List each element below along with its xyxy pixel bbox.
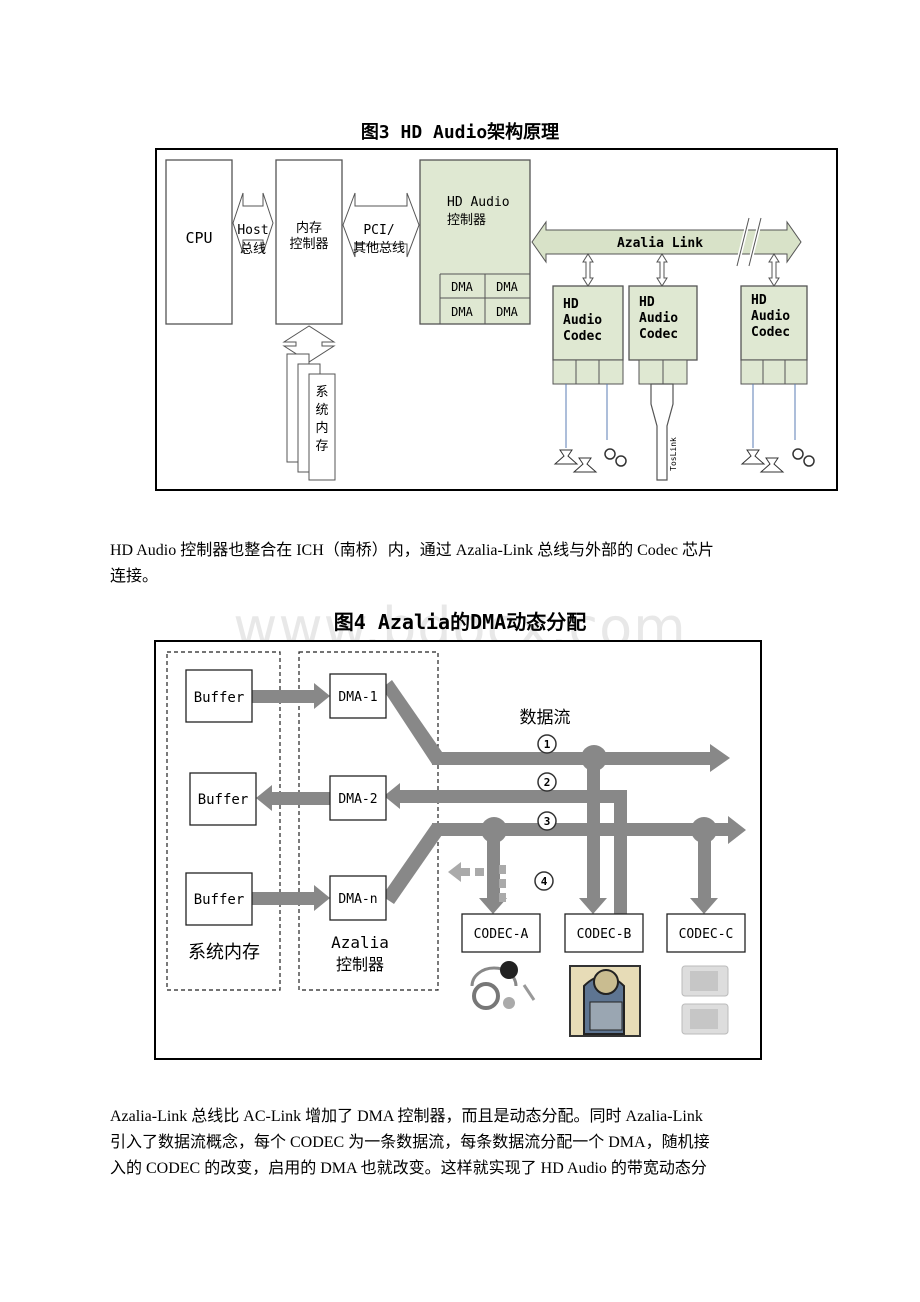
audio-wires (565, 384, 796, 448)
svg-text:DMA-1: DMA-1 (338, 690, 377, 705)
pci-bus-label: PCI/ (363, 223, 394, 238)
paragraph-1: HD Audio 控制器也整合在 ICH（南桥）内，通过 Azalia-Link… (110, 538, 810, 590)
paragraph-2-line-2: 引入了数据流概念，每个 CODEC 为一条数据流，每条数据流分配一个 DMA，随… (110, 1134, 710, 1151)
dma-n-box: DMA-n (329, 875, 387, 921)
system-memory-block: 系 统 内 存 (286, 353, 336, 481)
hd-audio-controller-block: HD Audio 控制器 DMA DMA DMA DMA (419, 159, 531, 325)
paragraph-1-line-2: 连接。 (110, 568, 159, 585)
svg-text:Codec: Codec (639, 327, 678, 342)
dma-cell-1: DMA (451, 280, 473, 294)
controller-label: 控制器 (336, 955, 384, 974)
svg-text:统: 统 (315, 403, 328, 418)
svg-text:CODEC-A: CODEC-A (474, 927, 529, 942)
host-bus-arrow: Host 总线 (232, 192, 274, 257)
pci-bus-label-2: 其他总线 (353, 241, 405, 256)
azalia-label: Azalia (331, 933, 389, 952)
svg-text:Codec: Codec (751, 325, 790, 340)
mem-ctrl-label-2: 控制器 (289, 237, 328, 252)
svg-text:HD: HD (563, 297, 579, 312)
paragraph-2: Azalia-Link 总线比 AC-Link 增加了 DMA 控制器，而且是动… (110, 1104, 810, 1182)
speaker-icon (553, 449, 785, 473)
svg-text:Codec: Codec (563, 329, 602, 344)
dma-cell-4: DMA (496, 305, 518, 319)
svg-text:Buffer: Buffer (198, 792, 249, 808)
svg-text:系: 系 (315, 385, 328, 400)
figure4-dma-allocation-diagram: Buffer Buffer Buffer DMA-1 DMA-2 DMA-n 系… (154, 640, 762, 1060)
dma-cell-2: DMA (496, 280, 518, 294)
pci-bus-arrow: PCI/ 其他总线 (342, 192, 420, 258)
junction-dots (481, 745, 717, 843)
toslink-plug-icon: TosLink (650, 383, 678, 481)
hd-ctrl-label-2: 控制器 (447, 213, 486, 228)
toslink-label: TosLink (669, 437, 678, 471)
svg-text:4: 4 (541, 875, 548, 888)
svg-text:Buffer: Buffer (194, 690, 245, 706)
host-bus-label-2: 总线 (240, 242, 266, 257)
memory-controller-block: 内存 控制器 (275, 159, 343, 325)
codec-block-1: HD Audio Codec (552, 285, 624, 385)
figure3-hd-audio-architecture-diagram: CPU Host 总线 内存 控制器 PCI/ 其他总线 HD Audio 控制… (155, 148, 838, 491)
mem-ctrl-label: 内存 (296, 220, 322, 236)
svg-text:CODEC-C: CODEC-C (679, 927, 734, 942)
codec-block-3: HD Audio Codec (740, 285, 808, 385)
svg-text:HD: HD (751, 293, 767, 308)
azalia-link-bus: Azalia Link (531, 217, 802, 267)
modem-card-icon (681, 965, 729, 1035)
stream-number-3: 3 (537, 811, 557, 831)
system-memory-group (166, 651, 281, 991)
stream-number-2: 2 (537, 772, 557, 792)
svg-text:DMA-2: DMA-2 (338, 792, 377, 807)
svg-text:Audio: Audio (639, 311, 678, 326)
codec-a-box: CODEC-A (461, 913, 541, 953)
buffer-box-3: Buffer (185, 872, 253, 926)
stream-4-dashed-arrow (448, 862, 506, 902)
svg-text:HD: HD (639, 295, 655, 310)
instrument-illustration-icon (569, 965, 641, 1037)
stream-number-4: 4 (534, 871, 554, 891)
dma-1-box: DMA-1 (329, 673, 387, 719)
codec-c-box: CODEC-C (666, 913, 746, 953)
codec-b-box: CODEC-B (564, 913, 644, 953)
buffer-box-2: Buffer (189, 772, 257, 826)
figure4-caption: 图4 Azalia的DMA动态分配 (333, 610, 587, 634)
cpu-label: CPU (185, 229, 212, 247)
svg-text:内: 内 (315, 420, 328, 436)
svg-text:DMA-n: DMA-n (338, 892, 377, 907)
paragraph-2-line-1: Azalia-Link 总线比 AC-Link 增加了 DMA 控制器，而且是动… (110, 1108, 703, 1125)
codec-block-2: HD Audio Codec (628, 285, 698, 385)
azalia-controller-group (298, 651, 439, 991)
figure3-caption: 图3 HD Audio架构原理 (360, 122, 560, 143)
dma-2-box: DMA-2 (329, 775, 387, 821)
svg-text:存: 存 (315, 439, 328, 454)
svg-text:Audio: Audio (563, 313, 602, 328)
azalia-link-label: Azalia Link (617, 236, 703, 251)
paragraph-1-line-1: HD Audio 控制器也整合在 ICH（南桥）内，通过 Azalia-Link… (110, 542, 714, 559)
dma-cell-3: DMA (451, 305, 473, 319)
cpu-block: CPU (165, 159, 233, 325)
data-flow-label: 数据流 (520, 708, 571, 728)
system-memory-label: 系统内存 (188, 942, 260, 963)
svg-text:CODEC-B: CODEC-B (577, 927, 632, 942)
host-bus-label: Host (237, 223, 268, 238)
headphone-jack-icon (604, 448, 815, 467)
svg-text:2: 2 (544, 776, 551, 789)
buffer-box-1: Buffer (185, 669, 253, 723)
paragraph-2-line-3: 入的 CODEC 的改变，启用的 DMA 也就改变。这样就实现了 HD Audi… (110, 1160, 707, 1177)
svg-text:1: 1 (544, 738, 551, 751)
stream-number-1: 1 (537, 734, 557, 754)
hd-ctrl-label: HD Audio (447, 195, 510, 210)
svg-text:3: 3 (544, 815, 551, 828)
headset-icon (470, 961, 536, 1010)
svg-text:Audio: Audio (751, 309, 790, 324)
svg-text:Buffer: Buffer (194, 892, 245, 908)
